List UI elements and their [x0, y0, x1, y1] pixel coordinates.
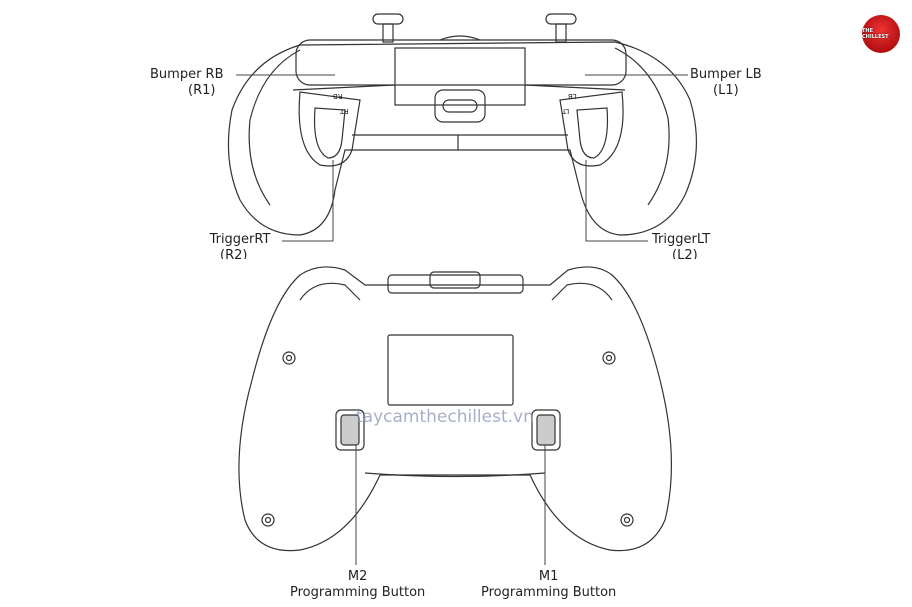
rt-mark: RT: [340, 107, 349, 115]
controller-back-view: [238, 266, 673, 552]
trigger-lt-label: TriggerLT(L2): [652, 232, 752, 259]
lt-mark: LT: [562, 107, 570, 115]
bumper-lb-alt: (L1): [713, 83, 739, 98]
bumper-rb-name: Bumper RB: [150, 67, 224, 82]
m2-desc: Programming Button: [290, 585, 426, 600]
controller-top-view: [227, 13, 697, 236]
lb-mark: LB: [568, 92, 577, 100]
bumper-lb-label: Bumper LB(L1): [690, 67, 762, 99]
logo-text: THE CHILLEST: [862, 28, 889, 40]
m1-paddle: [531, 409, 561, 451]
bumper-lb-name: Bumper LB: [690, 67, 762, 82]
watermark: taycamthechillest.vn: [356, 407, 534, 427]
m1-name: M1: [538, 569, 559, 584]
m2-name: M2: [347, 569, 368, 584]
m1-desc: Programming Button: [481, 585, 617, 600]
trigger-rt-name: TriggerRT: [209, 232, 271, 247]
trigger-lt-name: TriggerLT: [652, 232, 711, 247]
m2-paddle: [335, 409, 365, 451]
brand-logo: THE CHILLEST: [862, 15, 900, 53]
trigger-rt-label: TriggerRT(R2): [190, 232, 290, 259]
rb-mark: RB: [333, 92, 343, 100]
trigger-lt-alt: (L2): [672, 248, 698, 259]
bumper-rb-alt: (R1): [188, 83, 216, 98]
bumper-rb-label: Bumper RB(R1): [150, 67, 224, 99]
trigger-rt-alt: (R2): [220, 248, 248, 259]
